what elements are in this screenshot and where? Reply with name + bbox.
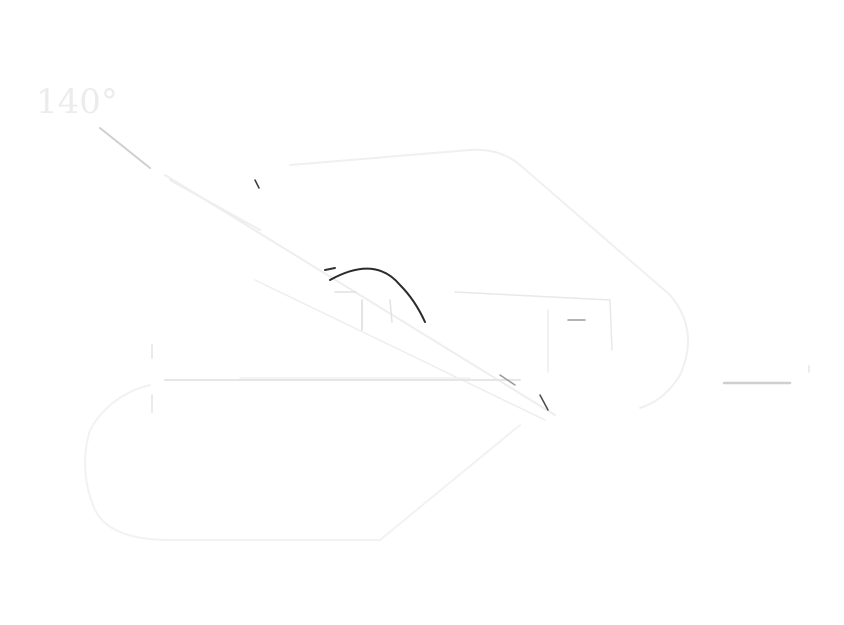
dark-fragment-3 bbox=[499, 374, 516, 386]
angle-label: 140° bbox=[36, 82, 118, 122]
dark-fragment-1 bbox=[254, 179, 260, 189]
center-guide-2 bbox=[389, 299, 393, 323]
diagonal-line bbox=[99, 127, 151, 169]
upper-shape-left-edge bbox=[169, 179, 261, 231]
dark-fragment-2 bbox=[539, 394, 549, 411]
diagonal-line-upper bbox=[164, 174, 556, 416]
angle-arc-shadow bbox=[324, 267, 336, 271]
lower-shape-outline bbox=[84, 384, 521, 541]
angle-arc bbox=[329, 267, 426, 323]
inner-box bbox=[454, 291, 613, 351]
diagonal-line-lower bbox=[254, 279, 546, 421]
upper-shape-outline bbox=[289, 148, 689, 409]
